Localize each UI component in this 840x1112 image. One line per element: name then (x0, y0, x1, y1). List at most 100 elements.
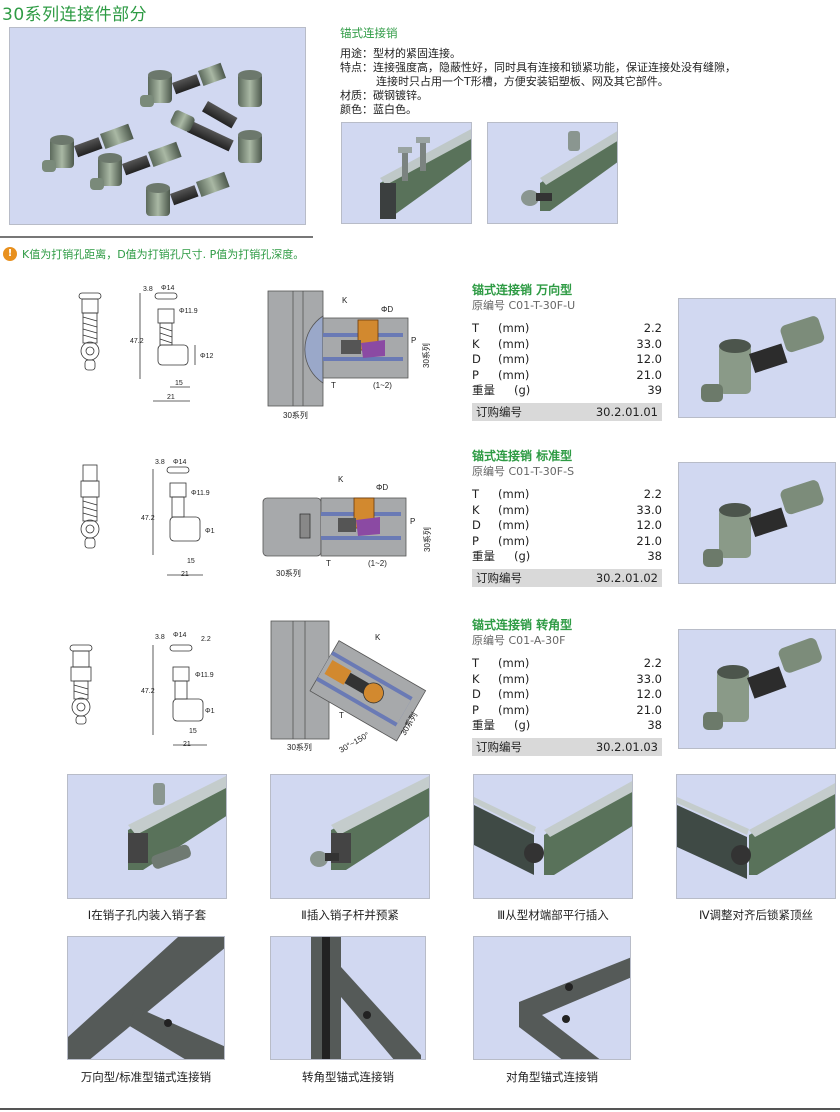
spec-row-d: D(mm)12.0 (472, 352, 662, 366)
product-code: 原编号 C01-T-30F-U (472, 299, 576, 312)
example-caption-corner: 转角型锚式连接销 (302, 1070, 394, 1084)
spec-row-t: T(mm)2.2 (472, 656, 662, 670)
install-drawing-corner: K T 30系列 30°~150° 30系列 (263, 618, 433, 758)
pin-front-view (80, 464, 100, 549)
dim-phi11-9: Φ11.9 (179, 308, 198, 315)
install-drawing-universal: K ΦD P 30系列 T (1~2) 30系列 (263, 288, 448, 423)
dim-21: 21 (183, 741, 191, 748)
spec-row-weight: 重量(g)39 (472, 383, 662, 397)
label-gap: (1~2) (373, 381, 392, 390)
spec-row-k: K(mm)33.0 (472, 502, 662, 517)
spec-row-t: T(mm)2.2 (472, 487, 662, 501)
intro-line-features: 特点：连接强度高，隐蔽性好，同时具有连接和锁紧功能，保证连接处没有缝隙， (340, 61, 736, 74)
standard-pin-illustration (703, 480, 824, 567)
intro-line-usage: 用途：型材的紧固连接。 (340, 47, 461, 60)
product-spec-standard: 锚式连接销 标准型 原编号 C01-T-30F-S T(mm)2.2 K(mm)… (472, 447, 662, 587)
product-code: 原编号 C01-T-30F-S (472, 465, 575, 478)
order-number: 30.2.01.01 (595, 404, 658, 419)
label-k: K (342, 296, 348, 305)
label-series: 30系列 (287, 742, 312, 752)
miter-joint-illustration (519, 957, 630, 1059)
step3-illustration (474, 781, 632, 875)
pin-drawing-standard: Φ14 Φ11.9 Φ12 3.8 47.2 15 21 (55, 455, 215, 580)
spec-row-p: P(mm)21.0 (472, 702, 662, 717)
spec-table: T(mm)2.2 K(mm)33.0 D(mm)12.0 P(mm)21.0 重… (472, 487, 662, 565)
product-name: 锚式连接销 标准型 (472, 449, 573, 463)
label-k: K (338, 475, 344, 484)
example-photo-corner (270, 936, 426, 1060)
dim-phi11-9: Φ11.9 (191, 490, 210, 497)
dim-47-2: 47.2 (141, 688, 155, 695)
pin-front-view (78, 292, 102, 371)
angled-joint-illustration (311, 937, 421, 1059)
dimension-note: ! K值为打销孔距离，D值为打销孔尺寸. P值为打销孔深度。 (3, 246, 304, 262)
dim-15: 15 (175, 380, 183, 387)
pin-drawing-corner: Φ14 2.2 Φ11.9 Φ12 3.8 47.2 15 21 (55, 625, 215, 750)
example-caption-universal-standard: 万向型/标准型锚式连接销 (80, 1070, 212, 1084)
example-photo-universal-standard (67, 936, 225, 1060)
anchor-pins-illustration (42, 62, 262, 216)
profile-pin-screw-illustration (521, 131, 617, 211)
dim-15: 15 (187, 558, 195, 565)
t-joint-illustration (68, 937, 224, 1059)
product-photo-standard (678, 462, 836, 584)
label-series: 30系列 (283, 410, 308, 420)
dim-21: 21 (181, 571, 189, 578)
example-caption-diagonal: 对角型锚式连接销 (506, 1070, 598, 1084)
dim-2-2: 2.2 (201, 636, 211, 643)
hero-photo-anchor-pins (9, 27, 306, 225)
dim-phi12: Φ12 (200, 353, 213, 360)
spec-row-t: T(mm)2.2 (472, 321, 662, 335)
step-caption-2: Ⅱ插入销子杆并预紧 (301, 908, 399, 922)
dim-15: 15 (189, 728, 197, 735)
pin-side-view (139, 292, 196, 402)
step-caption-3: Ⅲ从型材端部平行插入 (497, 908, 609, 922)
step-photo-1 (67, 774, 227, 899)
spec-row-k: K(mm)33.0 (472, 671, 662, 686)
product-photo-universal (678, 298, 836, 418)
product-name: 锚式连接销 万向型 (472, 283, 573, 297)
label-t: T (331, 381, 336, 390)
product-name: 锚式连接销 转角型 (472, 618, 573, 632)
intro-description: 用途：型材的紧固连接。 特点：连接强度高，隐蔽性好，同时具有连接和锁紧功能，保证… (340, 47, 736, 117)
pin-drawing-universal: Φ14 Φ11.9 Φ12 3.8 47.2 15 21 (55, 283, 215, 408)
footer-divider (0, 1108, 840, 1110)
label-t: T (326, 559, 331, 568)
label-angle: 30°~150° (338, 730, 371, 754)
label-t: T (339, 711, 344, 720)
dim-47-2: 47.2 (130, 338, 144, 345)
label-series-vertical: 30系列 (422, 527, 432, 552)
profile-photo-pin-screw (487, 122, 618, 224)
dim-phi14: Φ14 (173, 632, 186, 639)
label-p: P (411, 336, 416, 345)
intro-line-material: 材质：碳钢镀锌。 (340, 89, 428, 102)
pin-side-view (152, 644, 207, 746)
intro-title: 锚式连接销 (340, 26, 398, 40)
step-photo-2 (270, 774, 430, 899)
step4-illustration (677, 783, 835, 879)
dim-phi12: Φ12 (205, 528, 215, 535)
label-p: P (410, 517, 415, 526)
dim-47-2: 47.2 (141, 515, 155, 522)
profile-pins-illustration (380, 129, 471, 219)
step2-illustration (310, 776, 429, 870)
info-bulb-icon: ! (3, 247, 17, 261)
order-number: 30.2.01.02 (595, 570, 658, 585)
label-d: ΦD (381, 305, 393, 314)
spec-row-k: K(mm)33.0 (472, 336, 662, 351)
note-text: K值为打销孔距离，D值为打销孔尺寸. P值为打销孔深度。 (22, 248, 305, 261)
intro-line-color: 颜色：蓝白色。 (340, 103, 417, 116)
spec-row-weight: 重量(g)38 (472, 718, 662, 732)
product-photo-corner (678, 629, 836, 749)
profile-photo-pins-inserted (341, 122, 472, 224)
spec-row-d: D(mm)12.0 (472, 687, 662, 701)
product-spec-universal: 锚式连接销 万向型 原编号 C01-T-30F-U T(mm)2.2 K(mm)… (472, 281, 662, 421)
dim-phi14: Φ14 (161, 285, 174, 292)
step-photo-3 (473, 774, 633, 899)
spec-row-p: P(mm)21.0 (472, 533, 662, 548)
dim-3-8: 3.8 (143, 286, 153, 293)
page-title: 30系列连接件部分 (2, 5, 148, 25)
